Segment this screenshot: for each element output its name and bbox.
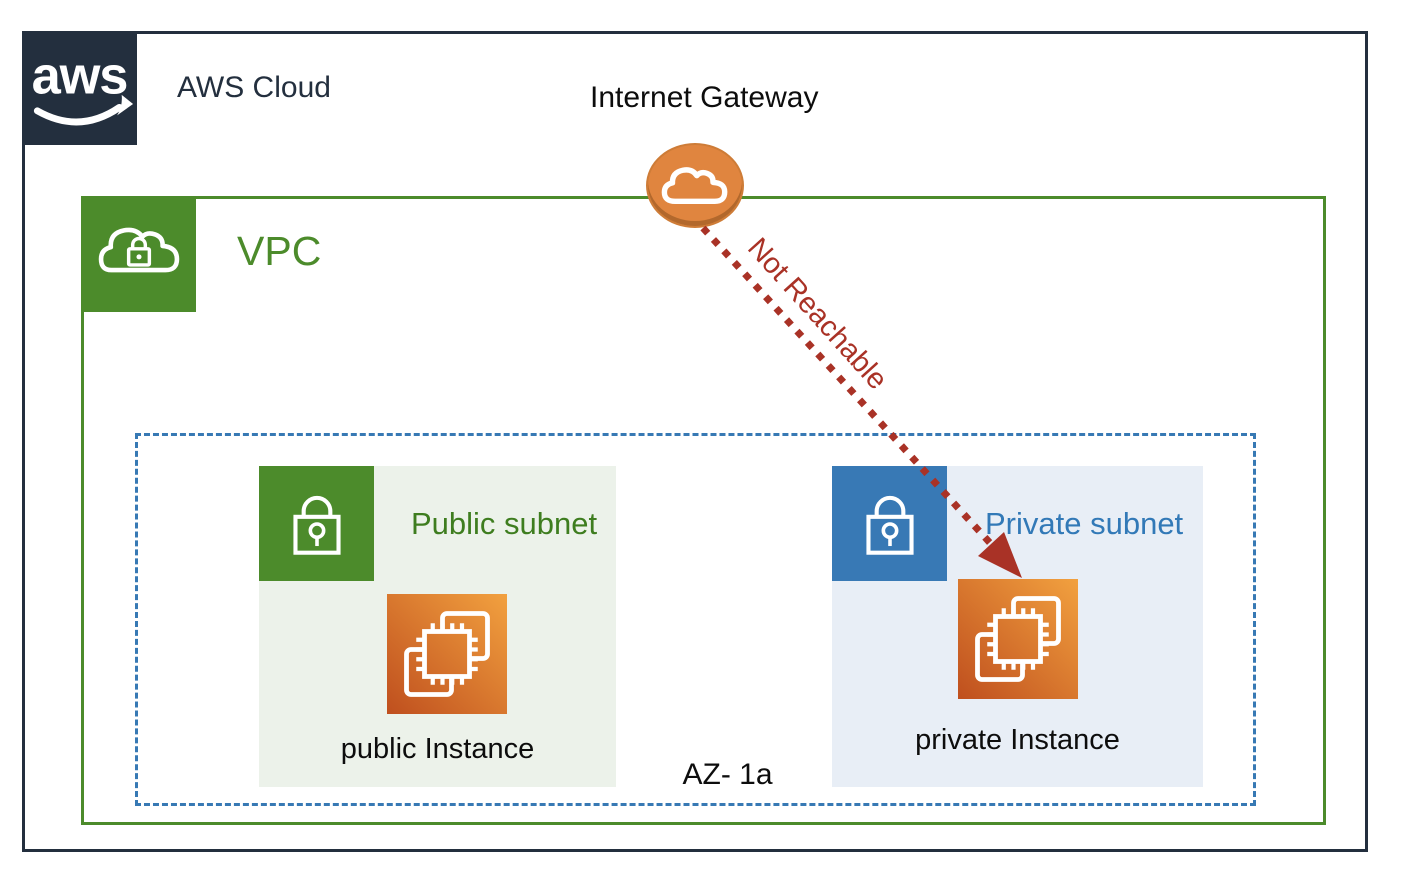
public-subnet-label: Public subnet bbox=[411, 506, 598, 541]
vpc-icon bbox=[81, 196, 196, 312]
aws-cloud-label: AWS Cloud bbox=[177, 71, 331, 104]
aws-smile-arrow-tip bbox=[117, 94, 134, 116]
padlock-icon bbox=[292, 495, 341, 555]
public-subnet-box: Public subnet public Instance bbox=[259, 466, 616, 787]
private-subnet-label: Private subnet bbox=[985, 506, 1184, 541]
private-instance-label: private Instance bbox=[915, 724, 1120, 756]
ec2-chip-icon bbox=[387, 594, 507, 714]
public-instance-icon bbox=[387, 593, 507, 715]
private-subnet-icon bbox=[832, 466, 947, 581]
aws-logo-icon: aws bbox=[22, 31, 137, 145]
cloud-lock-icon bbox=[98, 227, 179, 273]
internet-gateway-node bbox=[646, 143, 744, 228]
public-subnet-icon bbox=[259, 466, 374, 581]
vpc-label: VPC bbox=[237, 228, 322, 274]
availability-zone-label: AZ- 1a bbox=[682, 758, 773, 791]
private-subnet-box: Private subnet private Instance bbox=[832, 466, 1203, 787]
ec2-chip-icon bbox=[958, 579, 1078, 699]
public-instance-label: public Instance bbox=[340, 733, 535, 765]
cloud-icon bbox=[661, 166, 728, 204]
availability-zone-box bbox=[135, 433, 1256, 806]
aws-logo-text: aws bbox=[32, 48, 128, 106]
aws-smile-logo: aws bbox=[32, 48, 134, 126]
aws-smile-swoosh bbox=[33, 103, 123, 126]
private-instance-icon bbox=[958, 578, 1078, 700]
internet-gateway-label: Internet Gateway bbox=[590, 81, 819, 114]
padlock-icon bbox=[865, 495, 914, 555]
